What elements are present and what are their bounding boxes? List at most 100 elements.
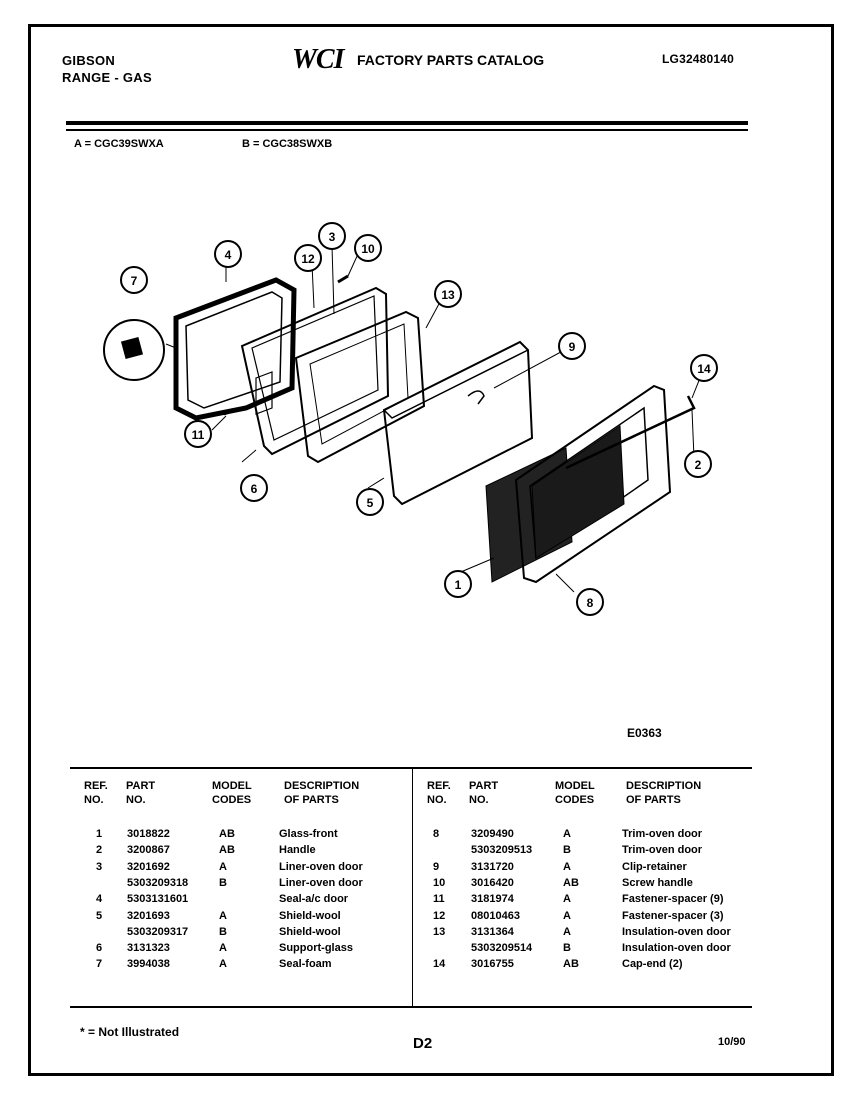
cell-model: AB <box>563 958 579 971</box>
table-rule-top <box>70 767 752 769</box>
cell-desc: Trim-oven door <box>622 828 703 840</box>
cell-desc: Fastener-spacer (9) <box>622 893 724 906</box>
cell-part: 3018822 <box>127 828 170 840</box>
svg-text:2: 2 <box>695 458 702 472</box>
cell-model: A <box>563 828 571 840</box>
cell-ref: 12 <box>433 909 446 922</box>
cell-model: B <box>219 876 227 889</box>
cell-part: 3181974 <box>471 893 514 906</box>
part-handle <box>565 395 696 470</box>
callout-13: 13 <box>434 280 462 308</box>
cell-part: 3200867 <box>127 844 170 857</box>
cell-model: A <box>219 860 227 873</box>
cell-part: 3209490 <box>471 828 514 840</box>
table-row: 13 3131364 A Insulation-oven door <box>0 924 864 940</box>
svg-text:4: 4 <box>225 248 232 262</box>
cell-part: 5303209513 <box>471 844 533 857</box>
cell-model: B <box>563 942 571 955</box>
cell-ref: 14 <box>433 958 446 971</box>
model-a-label: A = CGC39SWXA <box>74 138 164 150</box>
callout-3: 3 <box>318 222 346 250</box>
part-seal-door <box>173 277 297 421</box>
cell-ref: 8 <box>433 828 440 840</box>
cell-desc: Handle <box>279 844 316 857</box>
page-frame <box>28 24 834 1076</box>
cell-desc: Insulation-oven door <box>622 942 731 955</box>
table-row: 5303209514 B Insulation-oven door <box>0 940 864 956</box>
catalog-title: FACTORY PARTS CATALOG <box>357 52 545 68</box>
callout-14: 14 <box>690 354 718 382</box>
figure-id: E0363 <box>627 726 662 740</box>
svg-text:3: 3 <box>329 230 336 244</box>
svg-text:7: 7 <box>131 274 138 288</box>
cell-model: B <box>563 844 571 857</box>
cell-part: 3201692 <box>127 860 170 873</box>
cell-ref: 1 <box>96 828 103 840</box>
cell-part: 5303209514 <box>471 942 533 955</box>
cell-desc: Shield-wool <box>279 909 341 922</box>
cell-part: 3131364 <box>471 925 514 938</box>
cell-part: 5303209317 <box>127 925 189 938</box>
cell-desc: Seal-a/c door <box>279 893 349 906</box>
table-row: 5303209317 B Shield-wool <box>0 924 864 940</box>
callout-8: 8 <box>576 588 604 616</box>
left-header-ref: REF.NO. <box>84 780 108 806</box>
cell-desc: Insulation-oven door <box>622 925 731 938</box>
svg-text:11: 11 <box>192 428 205 442</box>
svg-text:13: 13 <box>441 288 455 302</box>
cell-model: A <box>219 942 227 955</box>
part-liner-oven-door <box>240 286 390 456</box>
cell-desc: Liner-oven door <box>279 876 363 889</box>
cell-part: 3201693 <box>127 909 170 922</box>
cell-ref: 6 <box>96 942 103 955</box>
cell-ref: 7 <box>96 958 103 971</box>
svg-text:10: 10 <box>361 242 375 256</box>
table-row: 8 3209490 A Trim-oven door <box>0 826 864 842</box>
exploded-parts-diagram: 7 4 12 3 10 13 9 14 2 11 6 5 1 8 <box>103 222 718 616</box>
cell-part: 5303131601 <box>127 893 189 906</box>
svg-text:6: 6 <box>251 482 258 496</box>
cell-desc: Liner-oven door <box>279 860 363 873</box>
cell-desc: Fastener-spacer (3) <box>622 909 724 922</box>
table-row: 1 3018822 AB Glass-front <box>0 826 864 842</box>
cell-desc: Seal-foam <box>279 958 332 971</box>
cell-model: A <box>563 925 571 938</box>
svg-text:12: 12 <box>301 252 315 266</box>
cell-model: A <box>563 893 571 906</box>
cell-model: A <box>219 958 227 971</box>
cell-model: A <box>563 909 571 922</box>
cell-part: 3131720 <box>471 860 514 873</box>
cell-ref: 4 <box>96 893 103 906</box>
callout-11: 11 <box>184 420 212 448</box>
cell-model: B <box>219 925 227 938</box>
header-rule-thin <box>66 129 748 131</box>
callout-9: 9 <box>558 332 586 360</box>
header-rule-thick <box>66 121 748 125</box>
cell-model: AB <box>219 828 235 840</box>
cell-desc: Glass-front <box>279 828 338 840</box>
cell-desc: Cap-end (2) <box>622 958 683 971</box>
svg-text:14: 14 <box>697 362 711 376</box>
cell-desc: Shield-wool <box>279 925 341 938</box>
part-seal-foam <box>103 319 165 381</box>
cell-model: AB <box>219 844 235 857</box>
cell-desc: Screw handle <box>622 876 693 889</box>
callout-7: 7 <box>120 266 148 294</box>
cell-ref: 13 <box>433 925 446 938</box>
cell-model: A <box>563 860 571 873</box>
right-header-ref: REF.NO. <box>427 780 451 806</box>
svg-text:9: 9 <box>569 340 576 354</box>
page-number: D2 <box>413 1035 433 1052</box>
